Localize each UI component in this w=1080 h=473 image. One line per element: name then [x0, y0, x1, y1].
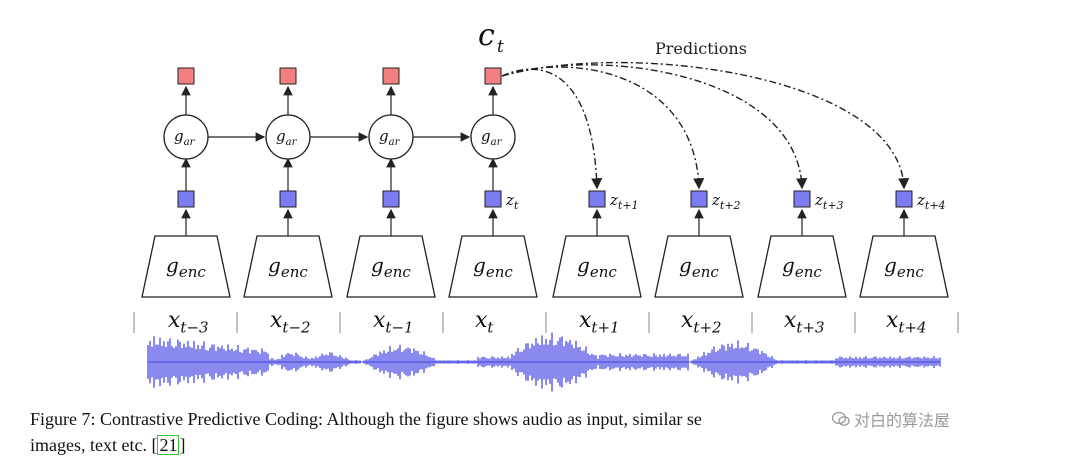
prediction-arrows: [501, 61, 910, 190]
wechat-icon: [832, 411, 850, 426]
input-label: xt: [475, 308, 494, 337]
encoder-block: [859, 235, 949, 298]
latent-label: zt+2: [711, 191, 741, 212]
input-label: xt+3: [784, 308, 825, 337]
context-label: c: [478, 18, 495, 53]
caption-line1: Figure 7: Contrastive Predictive Coding:…: [30, 409, 702, 429]
latent-square: [484, 190, 502, 208]
latent-square: [382, 190, 400, 208]
latent-square: [793, 190, 811, 208]
input-label: xt−1: [373, 308, 414, 337]
latent-square: [588, 190, 606, 208]
encoder-block: [346, 235, 436, 298]
context-square: [382, 67, 400, 85]
caption-suffix: ]: [179, 435, 186, 455]
context-label-sub: t: [497, 37, 504, 57]
encoder-block: [243, 235, 333, 298]
latent-label: zt+3: [814, 191, 844, 212]
encoder-block: [654, 235, 744, 298]
latent-square: [177, 190, 195, 208]
latent-label: zt+4: [916, 191, 946, 212]
watermark: 对白的算法屋: [832, 408, 1064, 430]
input-label: xt+2: [681, 308, 722, 337]
context-square: [177, 67, 195, 85]
encoder-block: [448, 235, 538, 298]
latent-label: zt+1: [609, 191, 639, 212]
latent-square: [690, 190, 708, 208]
citation-link[interactable]: 21: [157, 435, 180, 455]
encoder-block: [552, 235, 642, 298]
caption-line2: images, text etc. [: [30, 435, 158, 455]
prediction-arrow: [501, 64, 808, 190]
encoder-block: [757, 235, 847, 298]
figure-caption: Figure 7: Contrastive Predictive Coding:…: [30, 406, 1060, 458]
context-square: [279, 67, 297, 85]
encoder-block: [141, 235, 231, 298]
input-label: xt+1: [579, 308, 620, 337]
input-separators: [133, 312, 959, 333]
latent-square: [895, 190, 913, 208]
input-label: xt−3: [168, 308, 209, 337]
watermark-text: 对白的算法屋: [854, 411, 951, 430]
input-label: xt+4: [886, 308, 927, 337]
input-label: xt−2: [270, 308, 311, 337]
predictions-label: Predictions: [655, 39, 747, 58]
latent-label: zt: [505, 191, 519, 212]
context-square: [484, 67, 502, 85]
prediction-arrow: [501, 66, 705, 190]
cpc-diagram: c t Predictions gencxt−3gargencxt−2garge…: [133, 18, 959, 392]
audio-waveform: [147, 332, 941, 392]
prediction-arrow: [501, 61, 910, 190]
latent-square: [279, 190, 297, 208]
prediction-arrow: [501, 68, 603, 190]
